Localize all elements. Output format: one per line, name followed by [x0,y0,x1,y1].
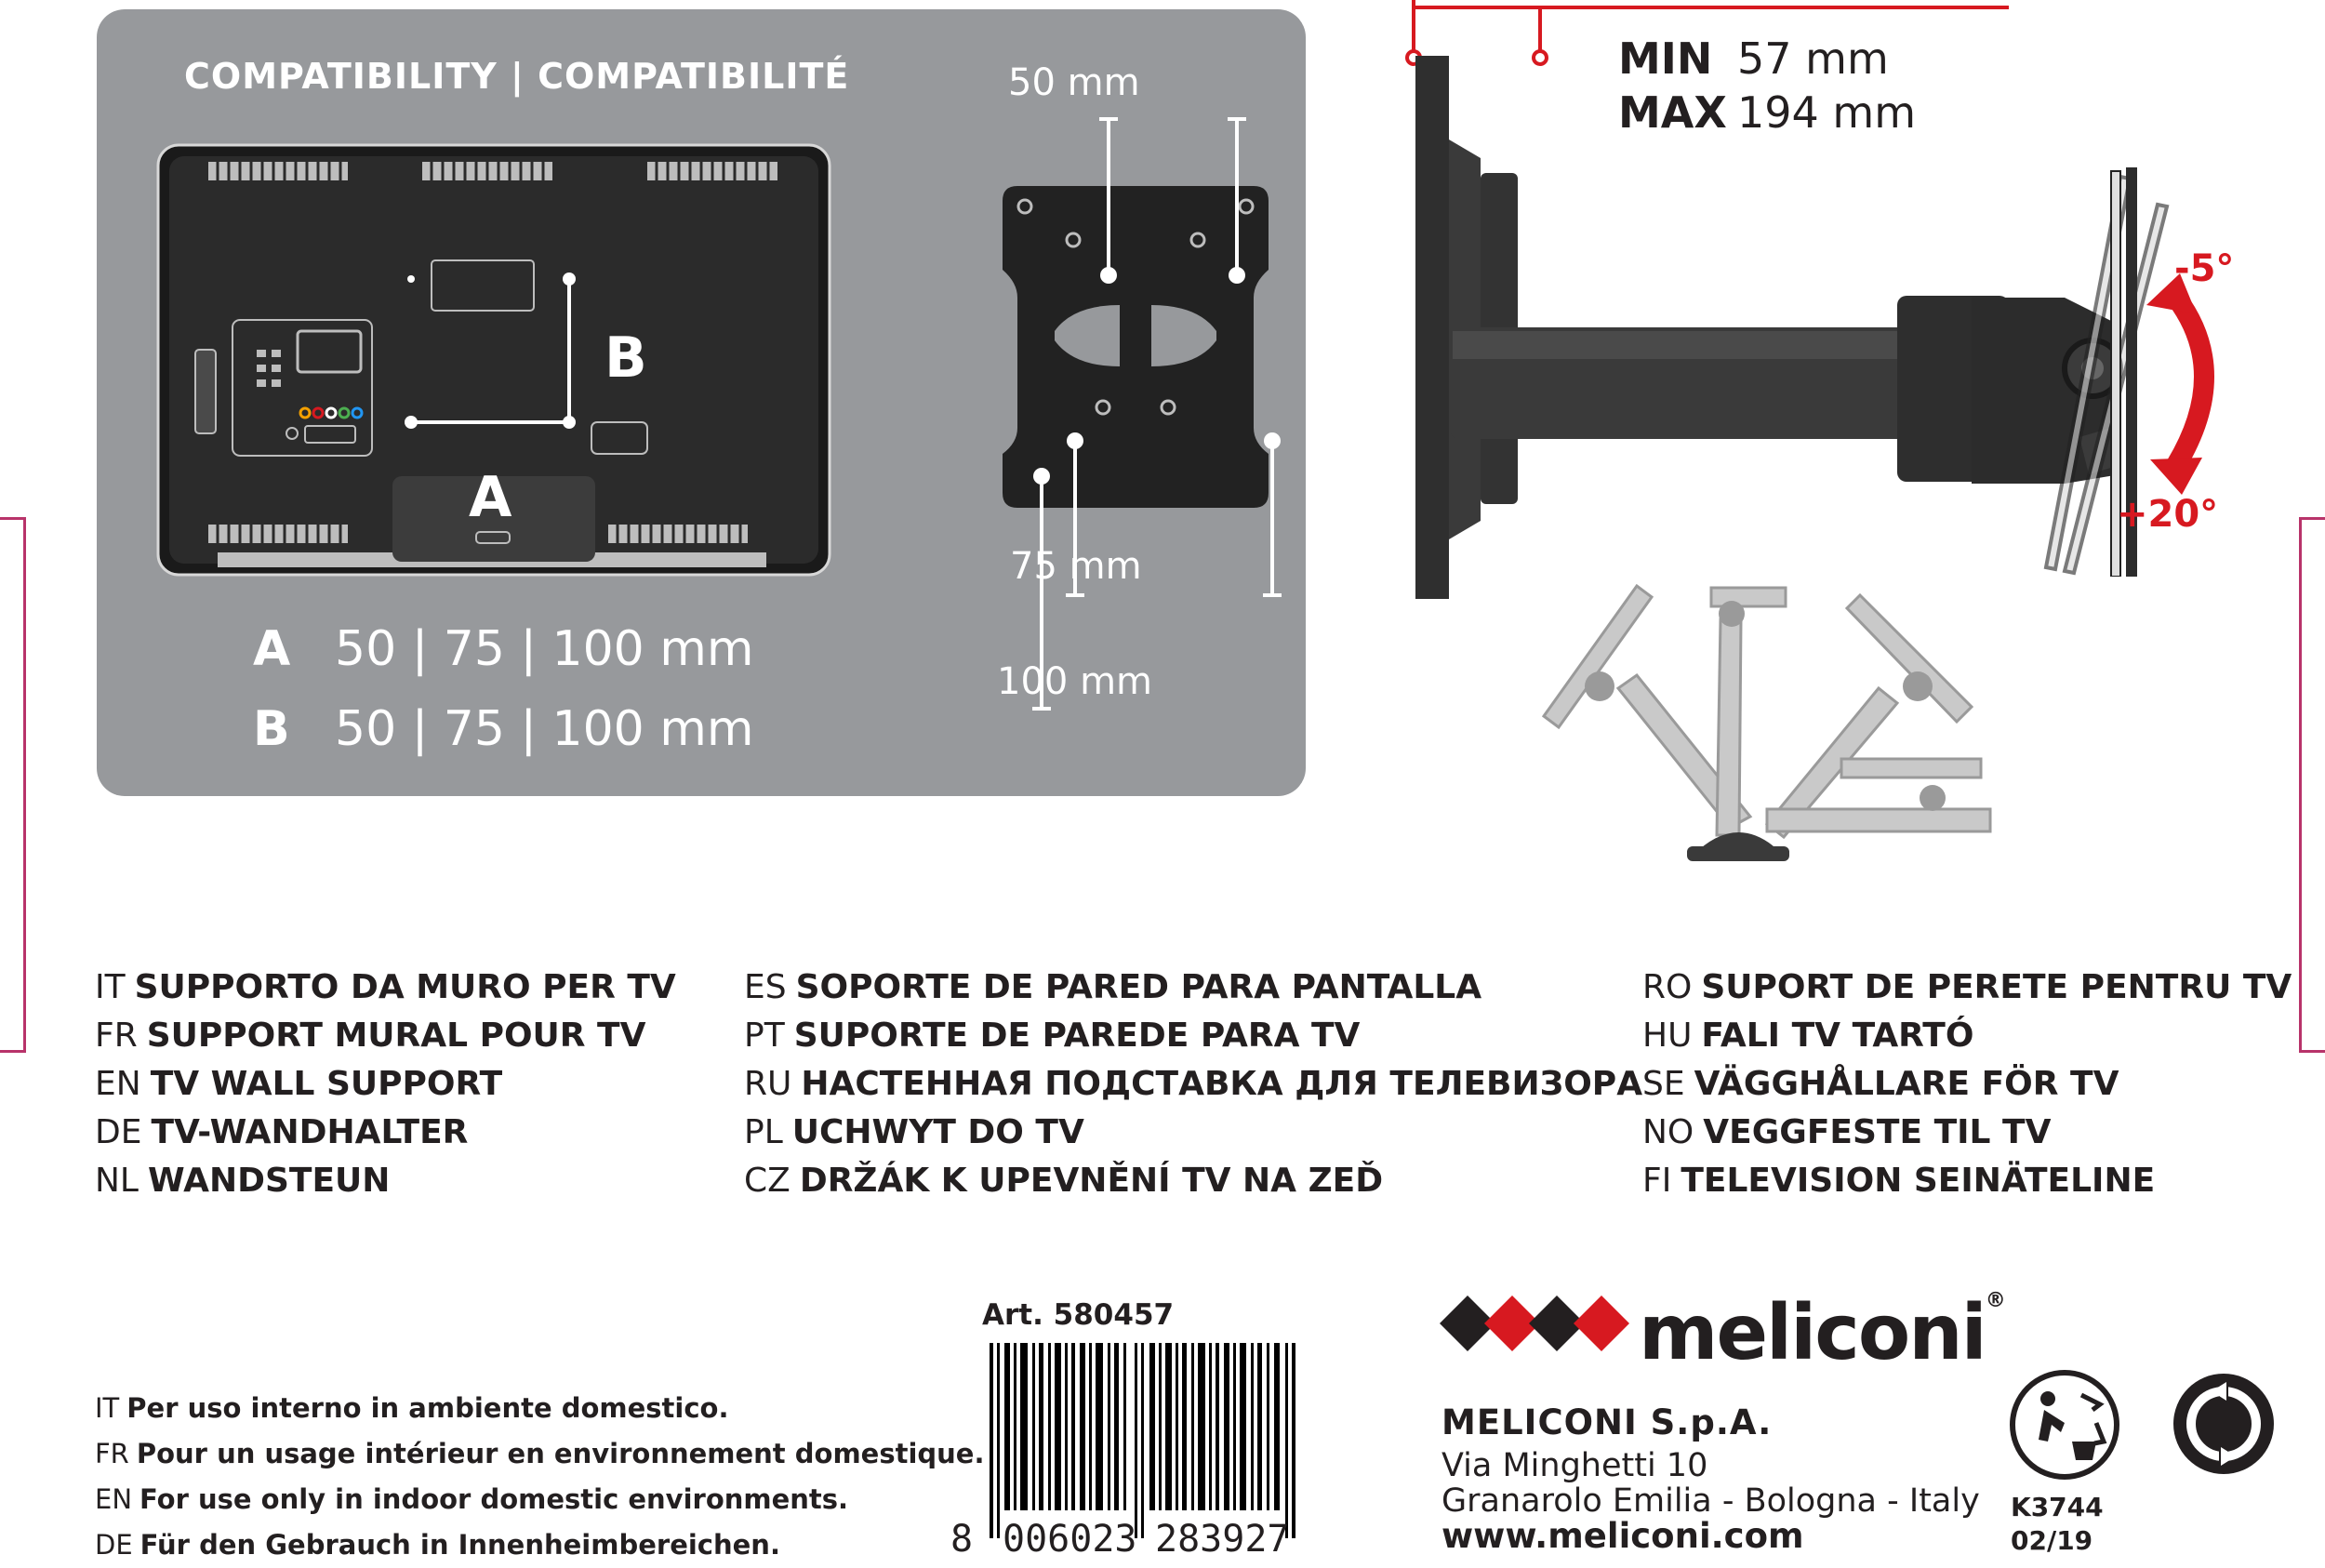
spec-row-b: B 50 | 75 | 100 mm [253,701,754,757]
registered-mark: ® [1985,1289,2006,1312]
min-value: 57 mm [1737,33,1889,84]
left-edge-mark [0,517,26,1053]
max-label: MAX [1618,87,1727,138]
meliconi-logo-icon [1440,1296,1629,1351]
company-street: Via Minghetti 10 [1442,1447,1708,1484]
wall-distance-side-view [1405,0,2009,599]
article-number: Art. 580457 [982,1298,1175,1332]
compatibility-panel: COMPATIBILITY | COMPATIBILITÉ [97,9,1306,796]
min-label: MIN [1618,33,1713,84]
brand-wordmark: meliconi [1639,1289,1987,1377]
barcode-digit-first: 8 [950,1518,974,1561]
tidyman-recycle-icon [2010,1370,2119,1480]
brand-name: meliconi® [1639,1289,2006,1377]
right-edge-mark [2299,517,2325,1053]
barcode-digits-left: 006023 [1003,1518,1137,1561]
print-date: 02/19 [2011,1525,2093,1556]
company-city: Granarolo Emilia - Bologna - Italy [1442,1482,1980,1520]
tv-back-illustration [156,143,831,577]
spec-row-a: A 50 | 75 | 100 mm [253,621,754,677]
company-name: MELICONI S.p.A. [1442,1402,1773,1442]
tilt-head-illustration [1972,167,2214,577]
plate-width-50: 50 mm [1008,61,1140,104]
max-value: 194 mm [1737,87,1917,138]
barcode [990,1343,1295,1538]
spec-a-values: 50 | 75 | 100 mm [335,621,754,677]
min-distance: MIN 57 mm [1618,33,1889,84]
plate-width-100: 100 mm [997,660,1152,703]
dimension-label-a: A [469,465,512,530]
swivel-range-illustration [1541,583,1992,861]
compatibility-title: COMPATIBILITY | COMPATIBILITÉ [184,56,850,97]
vesa-plate-illustration [1003,117,1282,711]
product-code: K3744 [2011,1492,2104,1522]
plate-width-75: 75 mm [1010,545,1142,588]
spec-a-key: A [253,621,291,677]
tilt-up-angle: -5° [2174,247,2235,290]
dimension-label-b: B [604,326,647,391]
barcode-digits-right: 283927 [1155,1518,1290,1561]
spec-b-key: B [253,701,290,757]
green-dot-icon [2173,1374,2274,1474]
tilt-down-angle: +20° [2117,493,2219,536]
spec-b-values: 50 | 75 | 100 mm [335,701,754,757]
company-website: www.meliconi.com [1442,1516,1804,1556]
